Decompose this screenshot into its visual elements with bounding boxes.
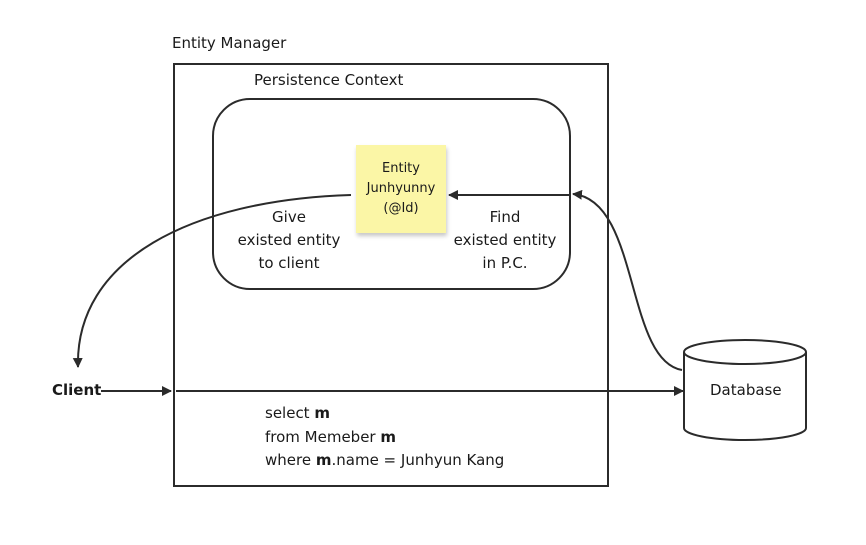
give-line-2: existed entity (237, 231, 341, 249)
jpql-query: select m from Memeber m where m.name = J… (265, 402, 504, 473)
find-line-1: Find (489, 208, 521, 226)
entity-sticky-note: Entity Junhyunny (@Id) (356, 145, 446, 233)
give-entity-text: Give existed entity to client (225, 206, 353, 275)
client-label: Client (52, 381, 102, 399)
give-line-1: Give (272, 208, 306, 226)
entity-note-name: Junhyunny (366, 181, 436, 196)
find-entity-text: Find existed entity in P.C. (441, 206, 569, 275)
entity-manager-box (173, 63, 609, 487)
database-icon (683, 339, 807, 441)
entity-manager-label: Entity Manager (172, 34, 287, 52)
database-label: Database (710, 381, 782, 399)
entity-note-title: Entity (382, 161, 420, 176)
database-to-context-arrow (572, 189, 683, 371)
find-line-2: existed entity (453, 231, 557, 249)
give-line-3: to client (258, 254, 320, 272)
persistence-context-box (212, 98, 571, 290)
entity-note-id: (@Id) (383, 201, 419, 216)
persistence-context-label: Persistence Context (254, 71, 404, 89)
query-line-2: from Memeber m (265, 427, 397, 446)
query-line-1: select m (265, 404, 330, 422)
find-line-3: in P.C. (482, 254, 528, 272)
query-line-3: where m.name = Junhyun Kang (265, 451, 505, 469)
give-entity-arrow (72, 194, 352, 368)
